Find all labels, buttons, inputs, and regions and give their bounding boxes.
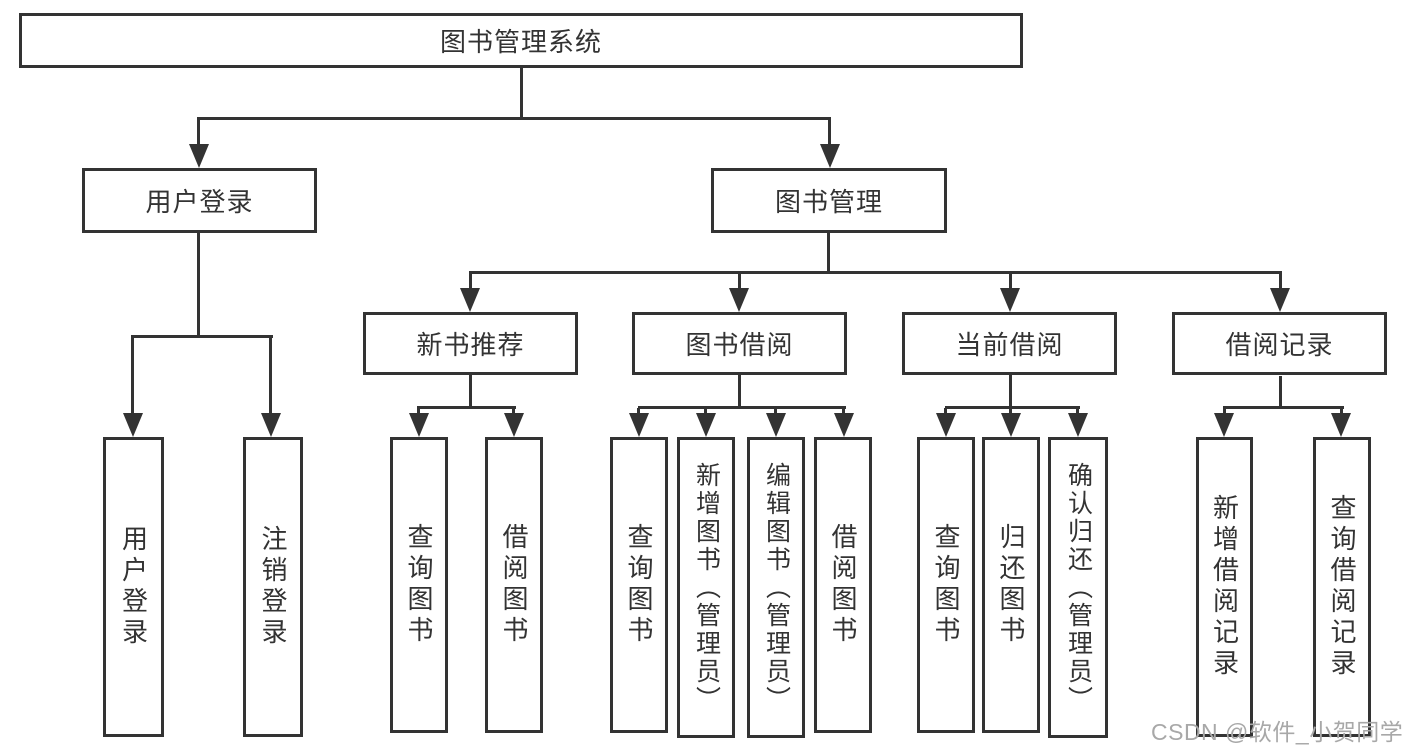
csdn-watermark: CSDN @软件_小贺同学 — [1151, 719, 1404, 745]
node-user-login: 用户登录 — [82, 168, 317, 233]
leaf-query-books: 查询图书 — [390, 437, 448, 733]
arrow-down-icon — [820, 144, 840, 168]
arrow-down-icon — [729, 288, 749, 312]
connector-line — [827, 233, 830, 274]
connector-line — [512, 408, 515, 417]
arrow-down-icon — [766, 413, 786, 437]
arrow-down-icon — [504, 413, 524, 437]
connector-line — [738, 375, 741, 409]
leaf-label: 确认归还（管理员） — [1064, 461, 1093, 714]
leaf-edit-book-admin: 编辑图书（管理员） — [747, 437, 805, 738]
connector-line — [1340, 408, 1343, 417]
leaf-return-book: 归还图书 — [982, 437, 1040, 733]
arrow-down-icon — [1001, 413, 1021, 437]
connector-line — [1009, 375, 1012, 409]
connector-line — [269, 337, 272, 415]
connector-line — [469, 271, 1282, 274]
leaf-label: 编辑图书（管理员） — [762, 461, 791, 714]
leaf-add-borrow-record: 新增借阅记录 — [1196, 437, 1253, 737]
connector-line — [1279, 376, 1282, 409]
node-book-management: 图书管理 — [711, 168, 947, 233]
connector-line — [131, 335, 273, 338]
connector-line — [638, 406, 846, 409]
connector-line — [637, 408, 640, 417]
connector-line — [469, 375, 472, 409]
arrow-down-icon — [936, 413, 956, 437]
leaf-query-borrow-record: 查询借阅记录 — [1313, 437, 1371, 737]
connector-line — [197, 233, 200, 338]
connector-line — [1009, 273, 1012, 291]
leaf-label: 归还图书 — [996, 523, 1026, 647]
arrow-down-icon — [1331, 413, 1351, 437]
node-book-borrow: 图书借阅 — [632, 312, 847, 375]
connector-line — [469, 273, 472, 291]
leaf-confirm-return-admin: 确认归还（管理员） — [1048, 437, 1108, 738]
connector-line — [417, 408, 420, 417]
leaf-label: 新增借阅记录 — [1209, 494, 1240, 680]
connector-line — [131, 337, 134, 415]
connector-line — [738, 273, 741, 291]
node-borrow-records: 借阅记录 — [1172, 312, 1387, 375]
arrow-down-icon — [1214, 413, 1234, 437]
leaf-label: 查询图书 — [931, 523, 961, 647]
leaf-label: 用户登录 — [118, 525, 149, 649]
connector-line — [774, 408, 777, 417]
leaf-label: 借阅图书 — [828, 523, 858, 647]
node-library-system: 图书管理系统 — [19, 13, 1023, 68]
node-current-borrow: 当前借阅 — [902, 312, 1117, 375]
leaf-label: 查询借阅记录 — [1327, 494, 1357, 680]
connector-line — [1223, 406, 1344, 409]
connector-line — [1279, 273, 1282, 291]
leaf-add-book-admin: 新增图书（管理员） — [677, 437, 735, 738]
arrow-down-icon — [1068, 413, 1088, 437]
arrow-down-icon — [261, 413, 281, 437]
leaf-label: 借阅图书 — [499, 523, 529, 647]
connector-line — [704, 408, 707, 417]
leaf-borrow-books: 借阅图书 — [485, 437, 543, 733]
arrow-down-icon — [409, 413, 429, 437]
arrow-down-icon — [460, 288, 480, 312]
leaf-label: 新增图书（管理员） — [692, 461, 721, 714]
arrow-down-icon — [1000, 288, 1020, 312]
leaf-query-books: 查询图书 — [610, 437, 668, 733]
connector-line — [1076, 408, 1079, 417]
leaf-logout: 注销登录 — [243, 437, 303, 737]
leaf-label: 查询图书 — [404, 523, 434, 647]
connector-line — [828, 119, 831, 146]
leaf-query-books: 查询图书 — [917, 437, 975, 733]
arrow-down-icon — [123, 413, 143, 437]
connector-line — [1009, 408, 1012, 417]
leaf-label: 注销登录 — [258, 525, 288, 649]
connector-line — [944, 408, 947, 417]
arrow-down-icon — [189, 144, 209, 168]
connector-line — [945, 406, 1080, 409]
connector-line — [197, 119, 200, 146]
connector-line — [417, 406, 516, 409]
connector-line — [197, 117, 831, 120]
arrow-down-icon — [834, 413, 854, 437]
leaf-borrow-books: 借阅图书 — [814, 437, 872, 733]
connector-line — [842, 408, 845, 417]
arrow-down-icon — [629, 413, 649, 437]
connector-line — [1223, 408, 1226, 417]
leaf-label: 查询图书 — [624, 523, 654, 647]
connector-line — [520, 68, 523, 119]
arrow-down-icon — [696, 413, 716, 437]
node-new-book-recommend: 新书推荐 — [363, 312, 578, 375]
arrow-down-icon — [1270, 288, 1290, 312]
leaf-user-login: 用户登录 — [103, 437, 164, 737]
